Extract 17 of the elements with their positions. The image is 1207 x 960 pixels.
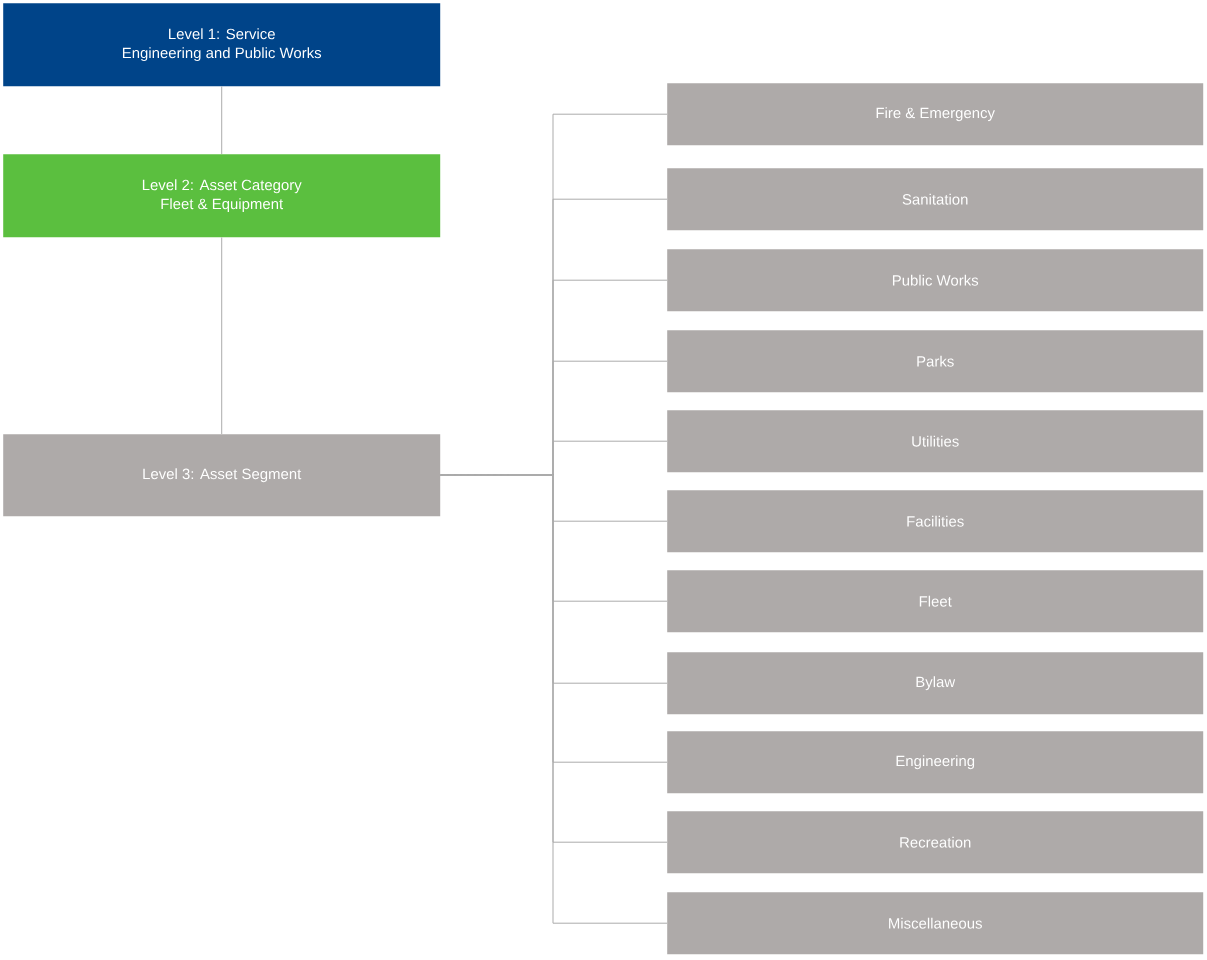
connector-line (439, 474, 668, 924)
process-box: Parks (667, 330, 1204, 393)
connector-line (221, 85, 223, 155)
process-box: Public Works (667, 249, 1204, 312)
process-box: Miscellaneous (667, 892, 1204, 955)
process-box: Bylaw (667, 652, 1204, 715)
process-box: Level 3: Asset Segment (3, 434, 441, 517)
process-box: Fleet (667, 570, 1204, 633)
process-box: Recreation (667, 811, 1204, 874)
process-box: Level 1: Service Engineering and Public Works (3, 3, 441, 87)
process-box: Utilities (667, 410, 1204, 473)
process-box: Engineering (667, 731, 1204, 794)
process-box: Fire & Emergency (667, 83, 1204, 146)
process-box: Facilities (667, 490, 1204, 553)
process-box: Sanitation (667, 168, 1204, 231)
connector-line (221, 236, 223, 435)
process-box: Level 2: Asset Category Fleet & Equipment (3, 154, 441, 238)
